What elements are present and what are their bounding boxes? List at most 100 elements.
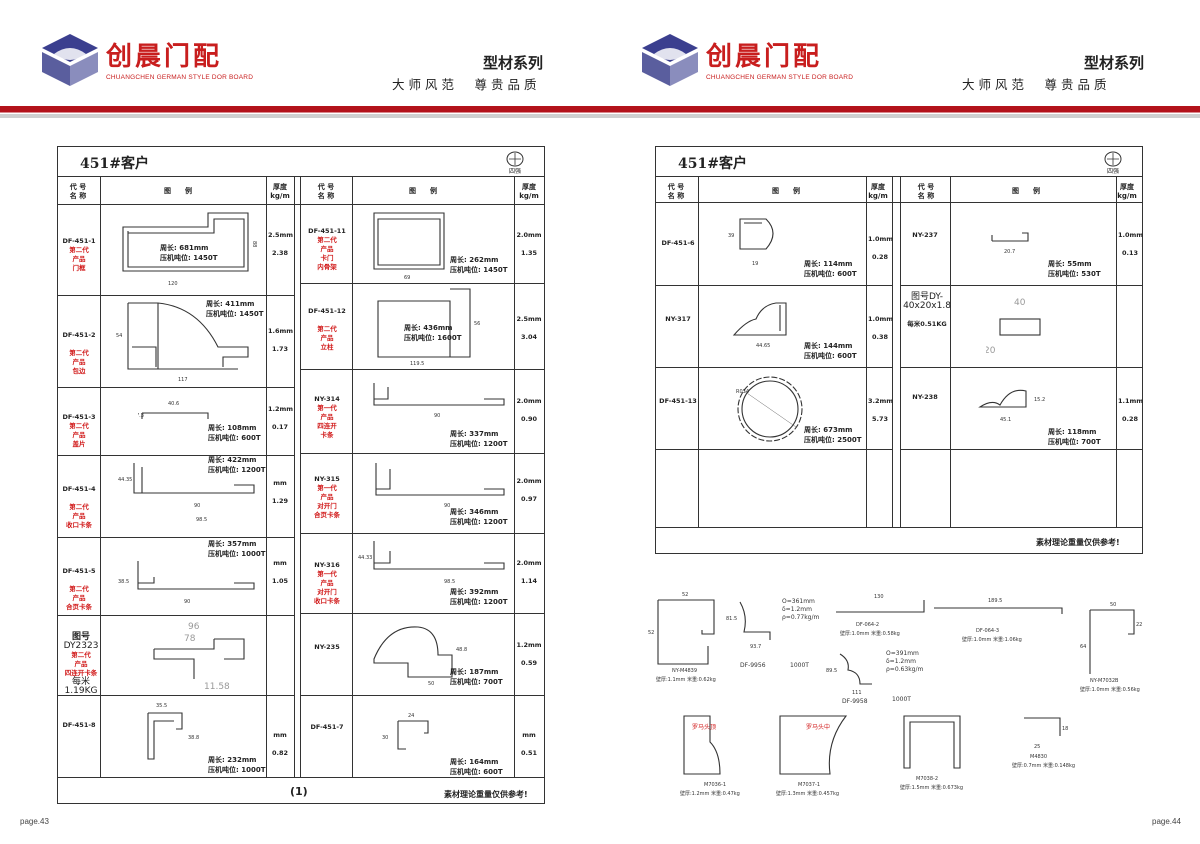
note-line: 压机吨位: 530T [1048, 270, 1101, 278]
profile-desc: 对开门 [317, 502, 337, 510]
list-item: DF-451-12 第二代 产品 立柱 [304, 307, 350, 352]
extra-sub: 壁厚:1.5mm 米重:0.673kg [900, 785, 964, 791]
profile-code: NY-316 [314, 561, 340, 569]
list-item: NY-237 [902, 231, 948, 240]
row-line [58, 695, 294, 696]
note-line: 压机吨位: 1200T [450, 518, 508, 526]
list-item: 图号 DY2323 第二代 产品 四连开卡条 每米1.19KG [60, 633, 102, 696]
profile-drawing: 20.7 [991, 232, 1029, 255]
thickness-weight: 2.0mm 1.14 [516, 559, 542, 586]
note-line: 压机吨位: 1450T [450, 266, 508, 274]
svg-text:90: 90 [444, 503, 450, 509]
thickness: 2.0mm [516, 559, 542, 567]
page-number: page.43 [20, 817, 49, 826]
profile-code: DF-451-7 [310, 723, 344, 731]
svg-text:117: 117 [178, 377, 188, 383]
extra-label: M7036-1 [704, 782, 727, 788]
weight-disclaimer: 素材理论重量仅供参考! [444, 790, 528, 799]
column-line [892, 177, 893, 527]
slogan: 大师风范 尊贵品质 [962, 77, 1111, 92]
profile-drawing: 69 [373, 212, 445, 281]
list-item: DF-451-6 [658, 239, 698, 248]
profile-desc: 产品 [72, 358, 86, 366]
column-line [100, 177, 101, 777]
note-line: 周长: 108mm [208, 424, 257, 432]
profile-drawing: 119.556 [377, 288, 480, 367]
profile-code: NY-315 [314, 475, 340, 483]
page-index: (1) [290, 785, 308, 798]
profile-desc: 第二代 [69, 503, 89, 511]
weight: 5.73 [871, 415, 889, 423]
svg-text:96: 96 [188, 622, 200, 632]
row-line [900, 367, 1142, 368]
profile-desc: 合页卡条 [314, 511, 340, 519]
qiangs-mark-icon: 四强 [500, 150, 530, 175]
note-line: 周长: 144mm [804, 342, 853, 350]
profile-note: 周长: 422mm 压机吨位: 1200T [208, 455, 266, 475]
note-line: 压机吨位: 1200T [208, 466, 266, 474]
profile-desc: 产品 [72, 255, 86, 263]
profile-desc: 盖片 [72, 440, 86, 448]
brand-logo: 创晨门配 CHUANGCHEN GERMAN STYLE DOR BOARD [640, 32, 870, 92]
weight: 0.59 [520, 659, 538, 667]
col-drawing-header-2: 图 例 [409, 187, 437, 195]
weight-disclaimer: 素材理论重量仅供参考! [1036, 538, 1120, 547]
weight: 3.04 [520, 333, 538, 341]
profile-code: NY-238 [912, 393, 938, 401]
extra-sub: 壁厚:1.0mm 米重:1.06kg [962, 637, 1022, 643]
thickness-weight: 1.6mm 1.73 [268, 327, 293, 354]
profile-drawing: 45.115.2 [978, 389, 1045, 423]
spec-line: δ=1.2mm [782, 606, 812, 613]
svg-text:20: 20 [986, 346, 996, 356]
svg-text:111: 111 [852, 690, 862, 696]
profile-desc: 内骨架 [317, 263, 337, 271]
weight: 1.73 [271, 345, 289, 353]
profile-note: 周长: 346mm 压机吨位: 1200T [450, 507, 508, 527]
svg-text:44.35: 44.35 [118, 477, 132, 483]
extra-red-label: 罗马头中 [806, 724, 831, 731]
column-line [950, 177, 951, 527]
weight: 0.17 [271, 423, 289, 431]
svg-text:78: 78 [184, 634, 196, 644]
profile-note: 周长: 232mm 压机吨位: 1000T [208, 755, 266, 775]
thickness-weight: 2.0mm 0.97 [516, 477, 542, 504]
profile-code: DF-451-5 [62, 567, 96, 575]
header-divider [656, 202, 1142, 203]
thickness: mm [273, 479, 287, 487]
note-line: 周长: 337mm [450, 430, 499, 438]
column-line [866, 177, 867, 527]
row-line [58, 537, 294, 538]
profile-code: DF-451-8 [62, 721, 96, 729]
svg-text:38.8: 38.8 [188, 735, 199, 741]
svg-text:52: 52 [648, 630, 654, 636]
row-line [656, 367, 892, 368]
thickness: 2.0mm [516, 397, 542, 405]
profile-note: 周长: 114mm 压机吨位: 600T [804, 259, 857, 279]
weight: 0.97 [520, 495, 538, 503]
profile-desc: 产品 [320, 245, 334, 253]
note-line: 周长: 55mm [1048, 260, 1092, 268]
table-title-bar: 451#客户 四强 [58, 147, 544, 177]
profile-desc: 第一代 [317, 404, 337, 412]
profile-desc: 产品 [320, 334, 334, 342]
thickness: mm [522, 731, 536, 739]
list-item: DF-451-8 [60, 721, 98, 730]
column-line [300, 177, 301, 777]
profile-desc: 第二代 [69, 422, 89, 430]
profile-drawing: 98.544.33 [358, 541, 505, 585]
note-line: 压机吨位: 600T [450, 768, 503, 776]
brand-subtitle: CHUANGCHEN GERMAN STYLE DOR BOARD [106, 74, 254, 81]
table-title: 451#客户 [678, 156, 747, 172]
profile-code-2: DY2323 [63, 641, 99, 651]
svg-text:56: 56 [474, 321, 480, 327]
col-weight-header: 厚度 kg/m [868, 183, 888, 200]
note-line: 周长: 411mm [206, 300, 255, 308]
extra-sub: 壁厚:1.3mm 米重:0.457kg [776, 791, 840, 797]
svg-text:7.3: 7.3 [138, 413, 144, 419]
weight: 0.28 [871, 253, 889, 261]
profile-note: 周长: 392mm 压机吨位: 1200T [450, 587, 508, 607]
